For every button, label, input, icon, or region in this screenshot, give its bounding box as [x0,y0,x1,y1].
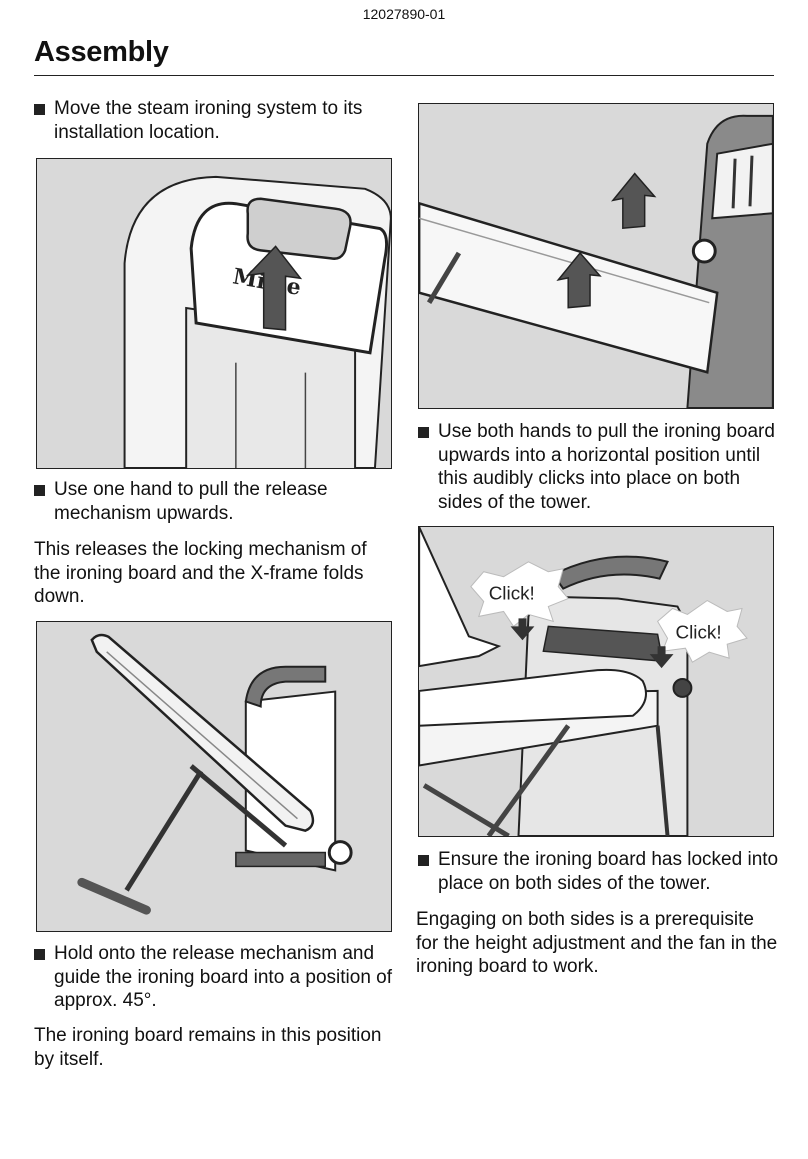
step-guide-board-45: Hold onto the release mechanism and guid… [34,942,414,1013]
down-arrow-icon [510,618,535,641]
step-pull-release: Use one hand to pull the release mechani… [34,478,414,525]
figure-board-locking: Click! Click! [418,526,774,837]
up-arrow-icon [556,251,602,309]
step-ensure-locked: Ensure the ironing board has locked into… [418,848,788,895]
ironing-board-horizontal-illustration [419,114,773,408]
click-label-right: Click! [675,621,721,642]
figure-board-45-degrees [36,621,392,932]
click-label-left: Click! [489,583,535,604]
click-burst-icon [470,561,569,628]
figure-release-mechanism: Miele [36,158,392,469]
click-burst-icon [656,599,748,663]
page-title: Assembly [34,36,169,68]
ironing-board-45-degree-illustration [77,633,353,915]
down-arrow-icon [649,646,674,669]
note-engaging-both-sides: Engaging on both sides is a prerequisite… [416,909,778,977]
up-arrow-icon [611,172,657,229]
figure-board-pull-horizontal [418,103,774,409]
document-number: 12027890-01 [362,6,446,22]
title-divider [34,75,774,76]
step-move-system: Move the steam ironing system to its ins… [34,97,414,144]
note-board-remains: The ironing board remains in this positi… [34,1025,382,1070]
appliance-top-illustration: Miele [123,175,391,468]
step-pull-horizontal: Use both hands to pull the ironing board… [418,420,788,514]
note-release-lock: This releases the locking mechanism of t… [34,539,367,607]
hands-locking-board-illustration: Click! Click! [419,527,748,836]
up-arrow-icon [245,245,303,331]
